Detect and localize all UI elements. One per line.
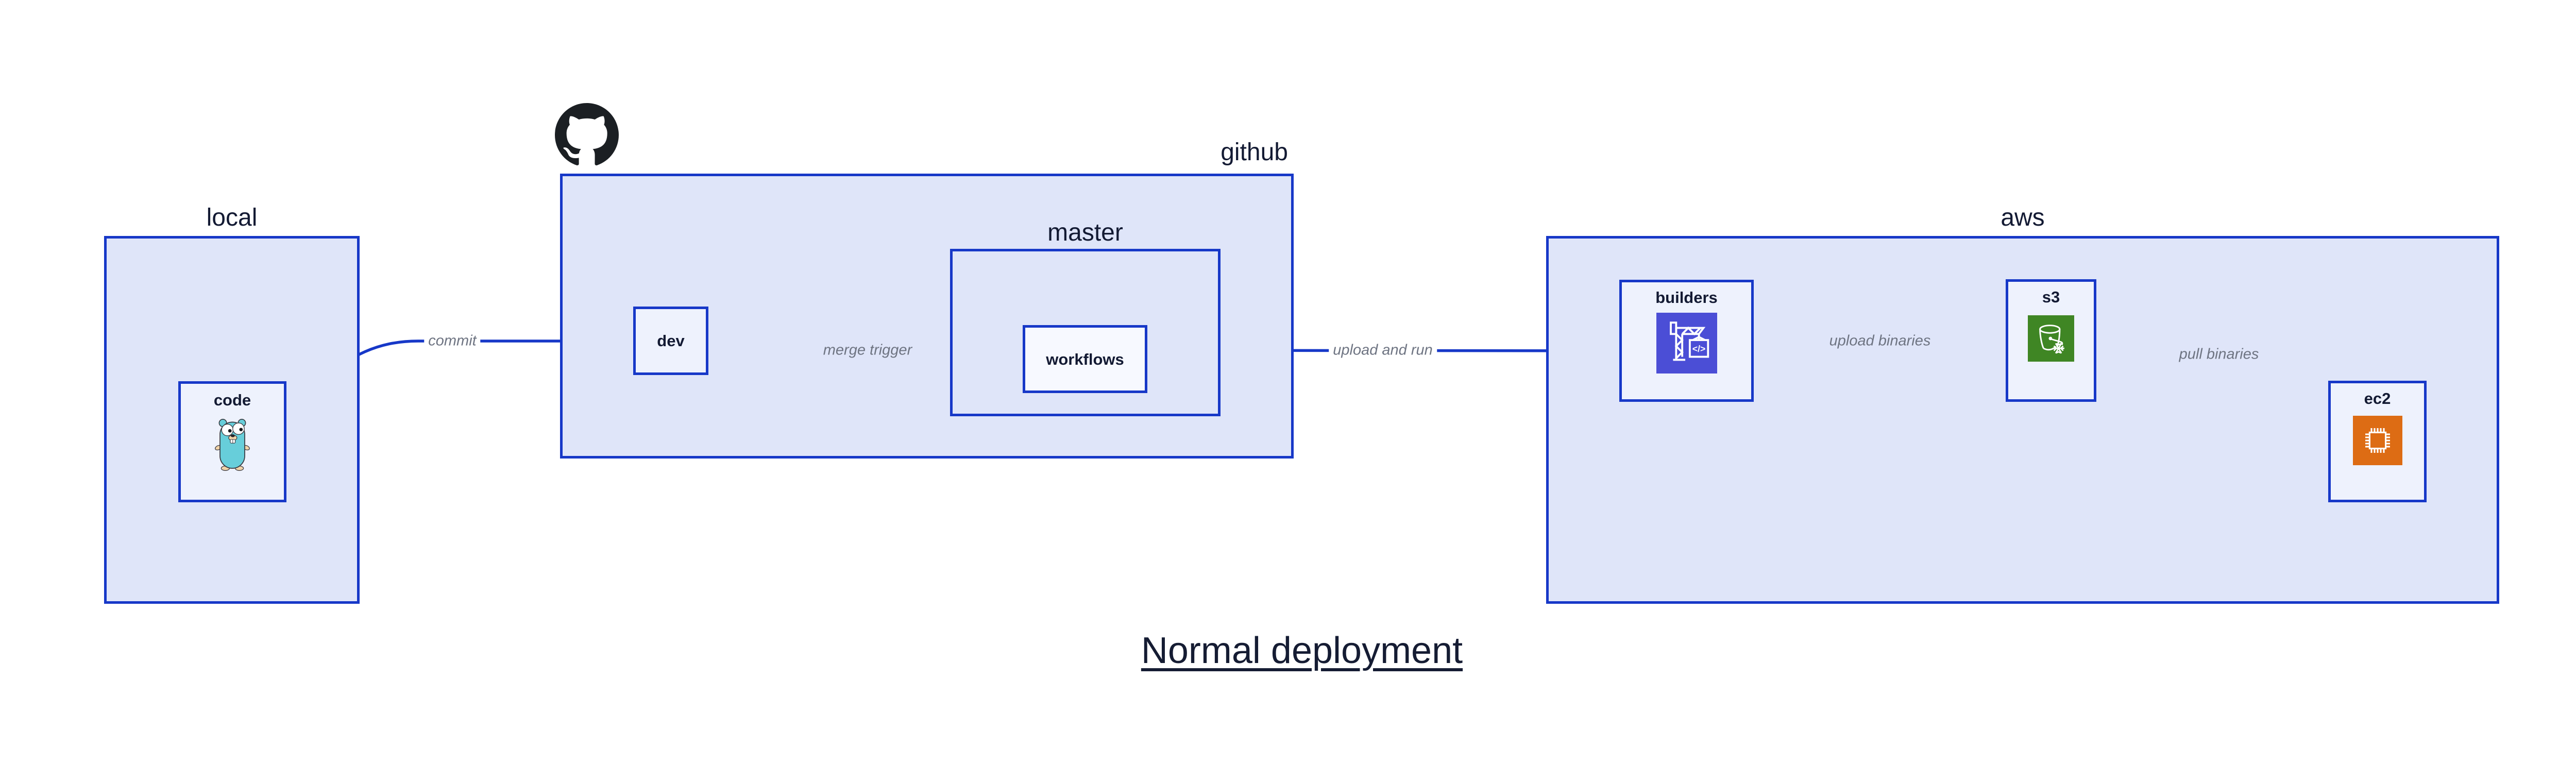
edge-label-commit: commit [424, 331, 481, 351]
codebuild-crane-icon: </> [1656, 313, 1717, 373]
ec2-chip-icon [2352, 416, 2402, 465]
node-code-label: code [213, 391, 251, 409]
node-dev-label: dev [657, 332, 685, 350]
node-s3-label: s3 [2042, 288, 2060, 306]
node-dev: dev [633, 307, 708, 375]
cluster-github-label: github [1221, 139, 1288, 166]
edge-label-upload-binaries: upload binaries [1825, 331, 1935, 351]
edge-label-upload-and-run: upload and run [1329, 341, 1437, 360]
edge-label-pull-binaries: pull binaries [2175, 345, 2263, 364]
edge-label-merge-trigger: merge trigger [819, 341, 917, 360]
go-gopher-icon [215, 419, 250, 471]
cluster-local-label: local [206, 204, 258, 231]
node-ec2-label: ec2 [2364, 389, 2391, 408]
node-builders: builders </> [1619, 280, 1754, 402]
diagram-title: Normal deployment [1141, 630, 1463, 671]
node-builders-label: builders [1655, 288, 1718, 307]
node-code: code [178, 381, 286, 502]
node-ec2: ec2 [2328, 381, 2427, 502]
node-workflows: workflows [1023, 325, 1147, 393]
node-s3: s3 [2006, 279, 2096, 402]
svg-text:</>: </> [1692, 344, 1705, 354]
cluster-aws-label: aws [2001, 204, 2045, 231]
octocat-icon [555, 103, 619, 165]
s3-glacier-bucket-icon [2028, 315, 2074, 362]
cluster-master-label: master [1047, 219, 1123, 246]
node-workflows-label: workflows [1046, 350, 1124, 368]
